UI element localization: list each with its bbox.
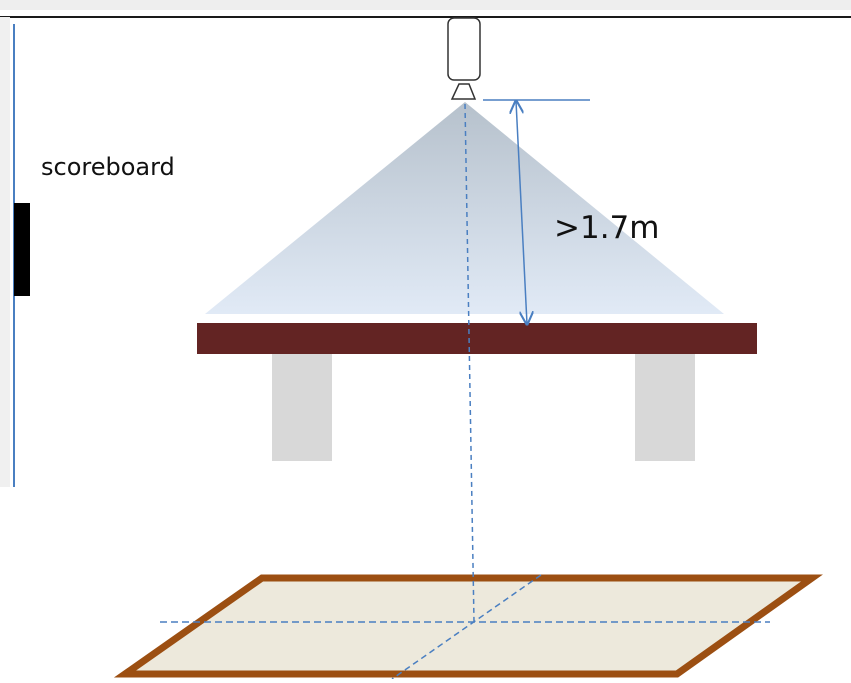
camera-field-of-view	[205, 102, 724, 314]
height-label: >1.7m	[554, 210, 660, 246]
floor-court	[113, 574, 823, 678]
height-arrow	[516, 101, 527, 324]
scoreboard-bar	[14, 203, 30, 296]
diagonal-dashed-line	[391, 574, 542, 680]
table-leg-right	[635, 354, 695, 461]
table-top	[197, 323, 757, 354]
table-leg-left	[272, 354, 332, 461]
camera-icon	[447, 17, 481, 100]
scoreboard-label: scoreboard	[41, 153, 175, 181]
